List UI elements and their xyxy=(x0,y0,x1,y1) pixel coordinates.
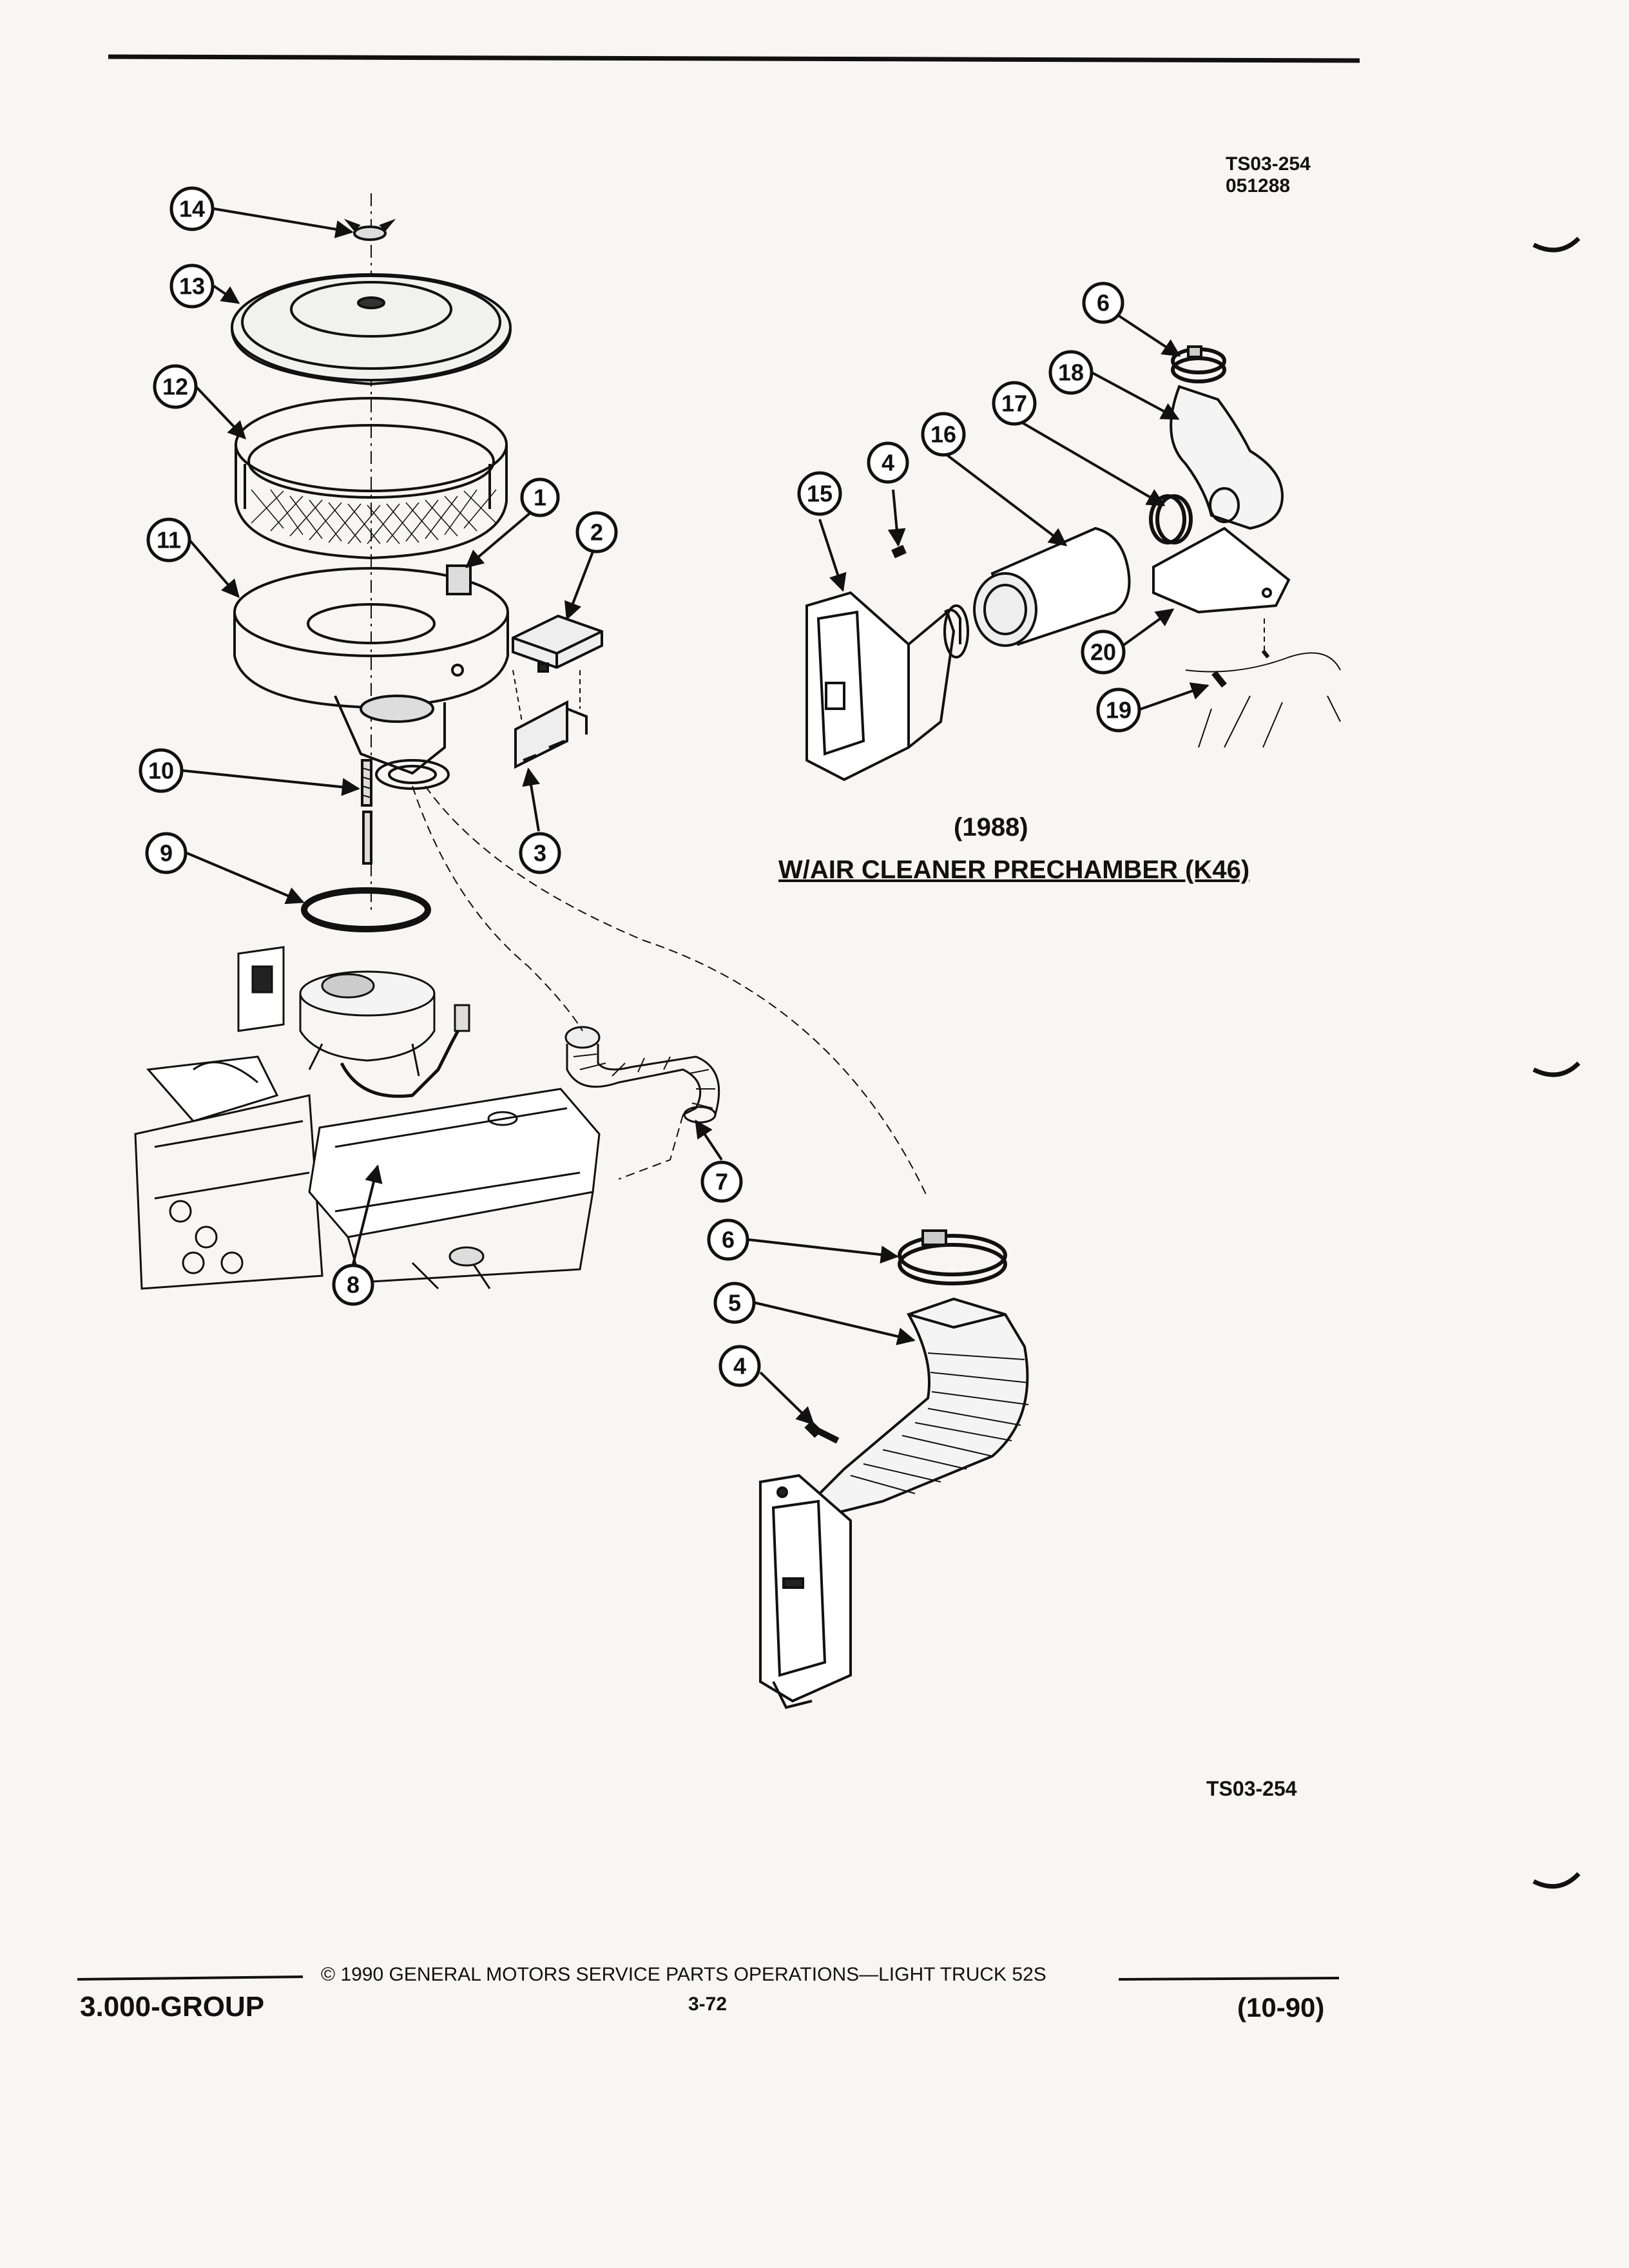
callout-12 xyxy=(153,364,198,409)
callout-6-label: 6 xyxy=(722,1227,735,1253)
callout-4-inset-label: 4 xyxy=(882,450,894,476)
prechamber-inset xyxy=(805,345,1341,782)
wing-nut xyxy=(343,218,396,241)
callout-18-label: 18 xyxy=(1058,360,1084,386)
air-duct xyxy=(759,1297,1029,1709)
callout-10-label: 10 xyxy=(148,758,174,784)
callout-7-label: 7 xyxy=(715,1169,728,1195)
drawing-code: TS03-254 xyxy=(1226,153,1311,175)
callout-19 xyxy=(1096,687,1141,733)
callout-19-label: 19 xyxy=(1106,697,1132,724)
inset-title: W/AIR CLEANER PRECHAMBER (K46) xyxy=(778,856,1250,884)
callout-8 xyxy=(332,1264,374,1306)
sensor-bracket xyxy=(512,669,588,769)
callout-4-inset xyxy=(867,441,909,484)
margin-mark xyxy=(1532,1872,1581,1889)
top-rule xyxy=(108,54,1360,63)
air-cleaner-housing xyxy=(233,564,509,790)
callout-17-label: 17 xyxy=(1001,390,1027,417)
callout-8-label: 8 xyxy=(347,1272,360,1298)
callout-20 xyxy=(1081,629,1126,675)
footer-rule-left xyxy=(77,1975,304,1981)
callout-14 xyxy=(169,186,215,231)
footer-rule-right xyxy=(1118,1977,1340,1981)
callout-1-label: 1 xyxy=(534,485,546,511)
callout-6-inset-label: 6 xyxy=(1097,290,1110,316)
margin-mark xyxy=(1532,236,1581,253)
callout-9 xyxy=(145,832,188,874)
callout-3 xyxy=(519,832,561,874)
callout-15 xyxy=(797,471,842,516)
callout-4-label: 4 xyxy=(733,1353,746,1379)
footer-date: (10-90) xyxy=(1237,1992,1325,2023)
callout-11-label: 11 xyxy=(157,527,181,553)
callout-13-label: 13 xyxy=(179,273,205,300)
callout-1 xyxy=(520,477,560,517)
callout-17 xyxy=(992,381,1037,426)
filter-element xyxy=(235,397,508,560)
air-cleaner-cover xyxy=(231,273,512,386)
callout-5-label: 5 xyxy=(728,1290,741,1316)
footer-copyright: © 1990 GENERAL MOTORS SERVICE PARTS OPER… xyxy=(321,1964,1046,1985)
callout-2 xyxy=(575,511,618,553)
callout-6 xyxy=(707,1218,749,1261)
hose-clamp xyxy=(898,1229,1007,1285)
callout-12-label: 12 xyxy=(162,374,188,400)
callout-6-inset xyxy=(1082,282,1124,324)
date-code: 051288 xyxy=(1226,175,1291,197)
inset-year: (1988) xyxy=(954,813,1028,841)
engine xyxy=(134,946,601,1290)
margin-mark xyxy=(1532,1061,1581,1077)
callout-18 xyxy=(1048,350,1094,395)
drawing-code-bottom: TS03-254 xyxy=(1206,1777,1297,1800)
callout-14-label: 14 xyxy=(179,196,205,222)
gasket xyxy=(301,887,431,932)
footer-page-number: 3-72 xyxy=(688,1994,728,2015)
callout-16 xyxy=(921,412,966,457)
callout-3-label: 3 xyxy=(534,840,546,867)
callout-20-label: 20 xyxy=(1090,639,1116,666)
callout-7 xyxy=(700,1160,743,1203)
callout-15-label: 15 xyxy=(807,481,833,507)
callout-16-label: 16 xyxy=(930,421,956,448)
stud xyxy=(361,759,372,865)
callout-10 xyxy=(139,748,184,793)
sensor xyxy=(512,614,603,673)
callout-9-label: 9 xyxy=(160,840,173,867)
callout-11 xyxy=(146,517,191,562)
callout-13 xyxy=(169,264,215,309)
callout-4 xyxy=(718,1345,761,1387)
drawing-code-header: TS03-254 051288 xyxy=(1226,153,1311,197)
air-cleaner-assembly xyxy=(134,193,1029,1709)
callout-2-label: 2 xyxy=(590,519,603,546)
footer-group: 3.000-GROUP xyxy=(80,1991,265,2023)
flex-hose xyxy=(564,1026,720,1124)
callout-5 xyxy=(713,1282,756,1324)
